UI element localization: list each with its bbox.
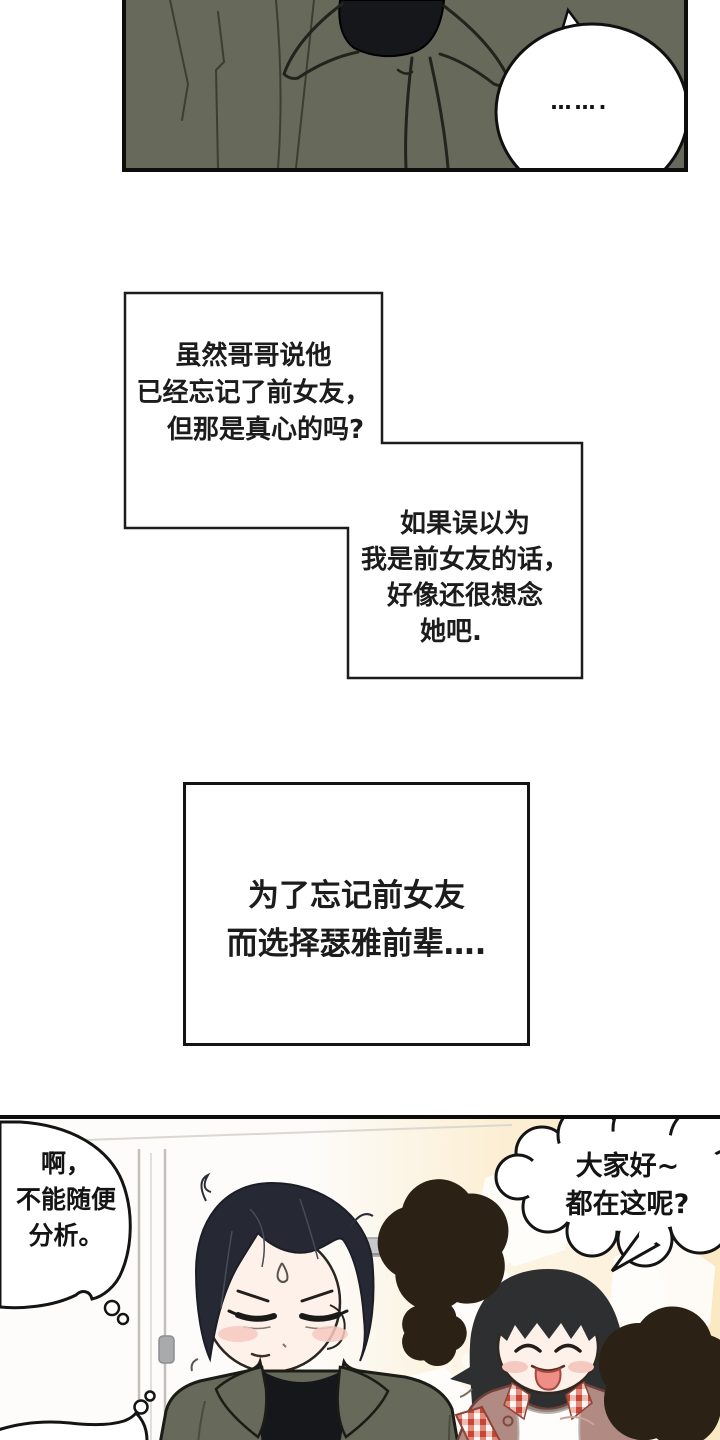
thought-bubble-text: 啊， 不能随便 分析。 [0,1146,132,1254]
narration-line: 为了忘记前女友 [248,878,465,914]
narration-line: 我是前女友的话， [360,545,569,575]
plaid-collar-right [565,1380,593,1421]
boy-blush-left [218,1326,258,1342]
girl-tongue [534,1367,562,1391]
bottom-panel [0,1115,720,1440]
narration-line: 而选择瑟雅前辈…. [226,926,487,962]
girl-hair-flick-left [450,1367,471,1385]
narration-line: 她吧. [420,617,482,647]
top-bubble-text: ……. [550,90,610,114]
thought-bubble [0,1120,132,1326]
top-panel [122,0,688,172]
boy-collar-left [214,1365,268,1439]
speech-line: 大家好~ [575,1151,680,1182]
thought-line: 不能随便 [15,1185,116,1214]
stray-hairs [200,1172,374,1228]
thought-trail-dot [144,1390,156,1402]
plaid-strap [454,1405,501,1440]
speech-line: 都在这呢? [565,1189,690,1220]
narration-line: 如果误以为 [399,509,530,539]
sweat-mark [190,1358,199,1372]
jacket-highlight [559,1416,595,1426]
girl-speech-bubble-text: 大家好~ 都在这呢? [540,1148,715,1224]
boy-eyebrows [236,1289,334,1303]
boy-figure [159,1172,459,1440]
thought-line: 分析。 [28,1221,104,1250]
narration-box-2: 如果误以为 我是前女友的话， 好像还很想念 她吧. [348,506,582,650]
boy-jacket-seams [197,1400,451,1440]
girl-blush-left [502,1361,528,1373]
thought-trail-dot [133,1399,149,1415]
thought-trail-dot [116,1312,130,1326]
girl-blush-right [568,1361,594,1373]
narration-line: 已经忘记了前女友， [136,378,371,408]
boy-hair-strands [220,1198,319,1310]
girl-speech-bubble [494,1119,720,1273]
star-icon [633,1341,703,1409]
sweat-drop [276,1262,289,1283]
boy-collar-right [336,1365,390,1439]
plaid-collar-left [503,1381,531,1421]
star-icon [411,1211,478,1276]
thought-line: 啊， [40,1149,91,1178]
speech-bubble-ellipsis [494,7,684,168]
top-panel-art [169,0,684,168]
narration-box-3-frame [183,782,530,1046]
boy-nose [282,1343,287,1348]
narration-box-3: 为了忘记前女友 而选择瑟雅前辈…. [183,872,530,968]
thought-bubble-partial [0,1390,156,1440]
girl-eyes [514,1343,582,1353]
jacket-button-loop [502,1415,514,1427]
narration-box-outline [123,291,584,680]
boy-mouth [250,1352,271,1358]
bottom-panel-art [0,1119,720,1440]
boy-turtleneck [260,1371,344,1440]
narration-step-boxes [123,291,585,681]
boy-blush-right [312,1326,348,1342]
girl-bangs [498,1281,598,1341]
girl-figure [450,1269,643,1440]
turtleneck [338,0,446,58]
door-hinge [158,1335,175,1364]
thought-trail-dot [103,1299,121,1317]
boy-hair [194,1181,375,1363]
girl-mouth [530,1364,566,1372]
narration-box-1: 虽然哥哥说他 已经忘记了前女友， 但那是真心的吗? [125,338,382,449]
star-icon [416,1314,452,1349]
narration-line: 但那是真心的吗? [166,415,365,445]
narration-line: 虽然哥哥说他 [175,341,332,371]
narration-line: 好像还很想念 [386,581,543,611]
